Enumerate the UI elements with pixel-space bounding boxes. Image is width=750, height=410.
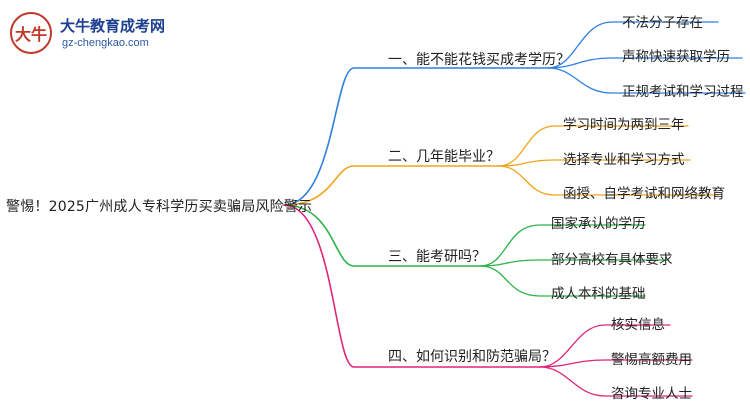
connector-branch-4-leaf-1 — [539, 324, 671, 368]
connector-branch-3-leaf-3 — [479, 265, 646, 297]
leaf-topic-3-1: 国家承认的学历 — [551, 216, 646, 232]
connector-branch-4-leaf-2 — [539, 359, 693, 368]
connector-root-branch-4 — [283, 204, 541, 368]
branch-topic-2: 二、几年能毕业？ — [388, 149, 500, 165]
site-logo[interactable]: 大牛 大牛教育成考网 gz-chengkao.com — [10, 12, 170, 56]
connector-branch-1-leaf-2 — [547, 57, 743, 69]
leaf-topic-1-3: 正规考试和学习过程 — [622, 84, 744, 100]
connector-branch-4-leaf-3 — [539, 366, 693, 397]
leaf-topic-4-2: 警惕高额费用 — [611, 352, 692, 368]
leaf-topic-2-3: 函授、自学考试和网络教育 — [563, 186, 725, 202]
logo-site-name: 大牛教育成考网 — [60, 17, 166, 35]
connector-branch-1-leaf-3 — [547, 67, 746, 94]
leaf-topic-1-2: 声称快速获取学历 — [622, 49, 730, 65]
branch-topic-4: 四、如何识别和防范骗局？ — [388, 349, 556, 365]
leaf-topic-4-1: 核实信息 — [611, 317, 665, 333]
connector-root-branch-3 — [283, 204, 481, 267]
connector-branch-2-leaf-2 — [497, 159, 691, 167]
mindmap-root-topic: 警惕！2025广州成人专科学历买卖骗局风险警示 — [6, 199, 313, 215]
leaf-topic-2-1: 学习时间为两到三年 — [563, 117, 685, 133]
branch-topic-3: 三、能考研吗？ — [388, 249, 486, 265]
connector-root-branch-2 — [283, 165, 499, 206]
connector-branch-1-leaf-1 — [547, 21, 719, 69]
logo-site-url: gz-chengkao.com — [62, 37, 149, 49]
connector-branch-3-leaf-2 — [479, 259, 669, 267]
leaf-topic-3-3: 成人本科的基础 — [551, 286, 646, 302]
connector-branch-2-leaf-3 — [497, 165, 719, 196]
leaf-topic-3-2: 部分高校有具体要求 — [551, 252, 673, 268]
connector-root-branch-1 — [283, 67, 549, 206]
leaf-topic-2-2: 选择专业和学习方式 — [563, 152, 685, 168]
branch-topic-1: 一、能不能花钱买成考学历？ — [388, 52, 570, 68]
leaf-topic-4-3: 咨询专业人士 — [611, 386, 692, 402]
connector-branch-3-leaf-1 — [479, 224, 646, 267]
connector-branch-2-leaf-1 — [497, 125, 689, 167]
logo-mark-icon: 大牛 — [10, 12, 52, 54]
leaf-topic-1-1: 不法分子存在 — [622, 15, 703, 31]
